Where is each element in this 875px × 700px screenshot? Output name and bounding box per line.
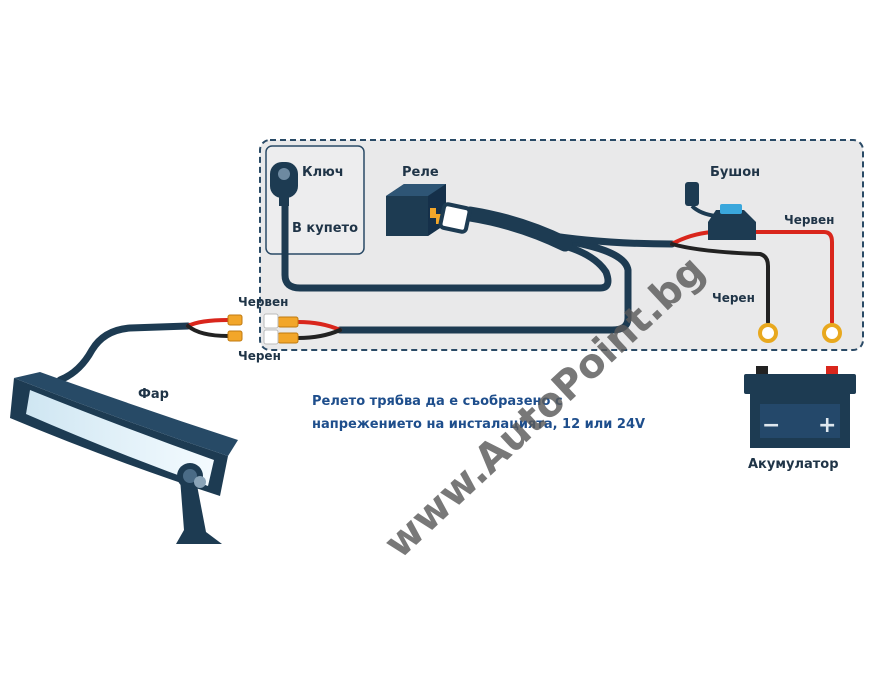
label-lamp: Фар: [138, 387, 169, 402]
relay-icon: [386, 184, 472, 236]
svg-text:+: +: [818, 413, 836, 438]
key-switch-icon: [270, 162, 298, 206]
connector-pair-left: [227, 313, 299, 345]
relay-harness-sleeve: [462, 206, 573, 252]
ring-terminals: [758, 323, 842, 343]
label-red-right: Червен: [784, 213, 834, 227]
harness-wires: [56, 196, 676, 384]
label-black-right: Черен: [712, 291, 755, 305]
note-line-2: напрежението на инсталацията, 12 или 24V: [312, 417, 645, 432]
left-lead-wires: [186, 318, 342, 340]
label-red-left: Червен: [238, 295, 288, 309]
note-line-1: Релето трябва да е съобразено с: [312, 394, 563, 409]
battery-icon: − +: [744, 366, 856, 448]
svg-text:−: −: [762, 413, 780, 438]
light-bar-icon: [10, 372, 238, 544]
label-black-left: Черен: [238, 349, 281, 363]
label-cabin: В купето: [292, 221, 358, 236]
label-key: Ключ: [302, 165, 344, 180]
label-battery: Акумулатор: [748, 457, 839, 472]
label-relay: Реле: [402, 165, 439, 180]
label-fuse: Бушон: [710, 165, 760, 180]
fuse-holder: [685, 182, 756, 240]
